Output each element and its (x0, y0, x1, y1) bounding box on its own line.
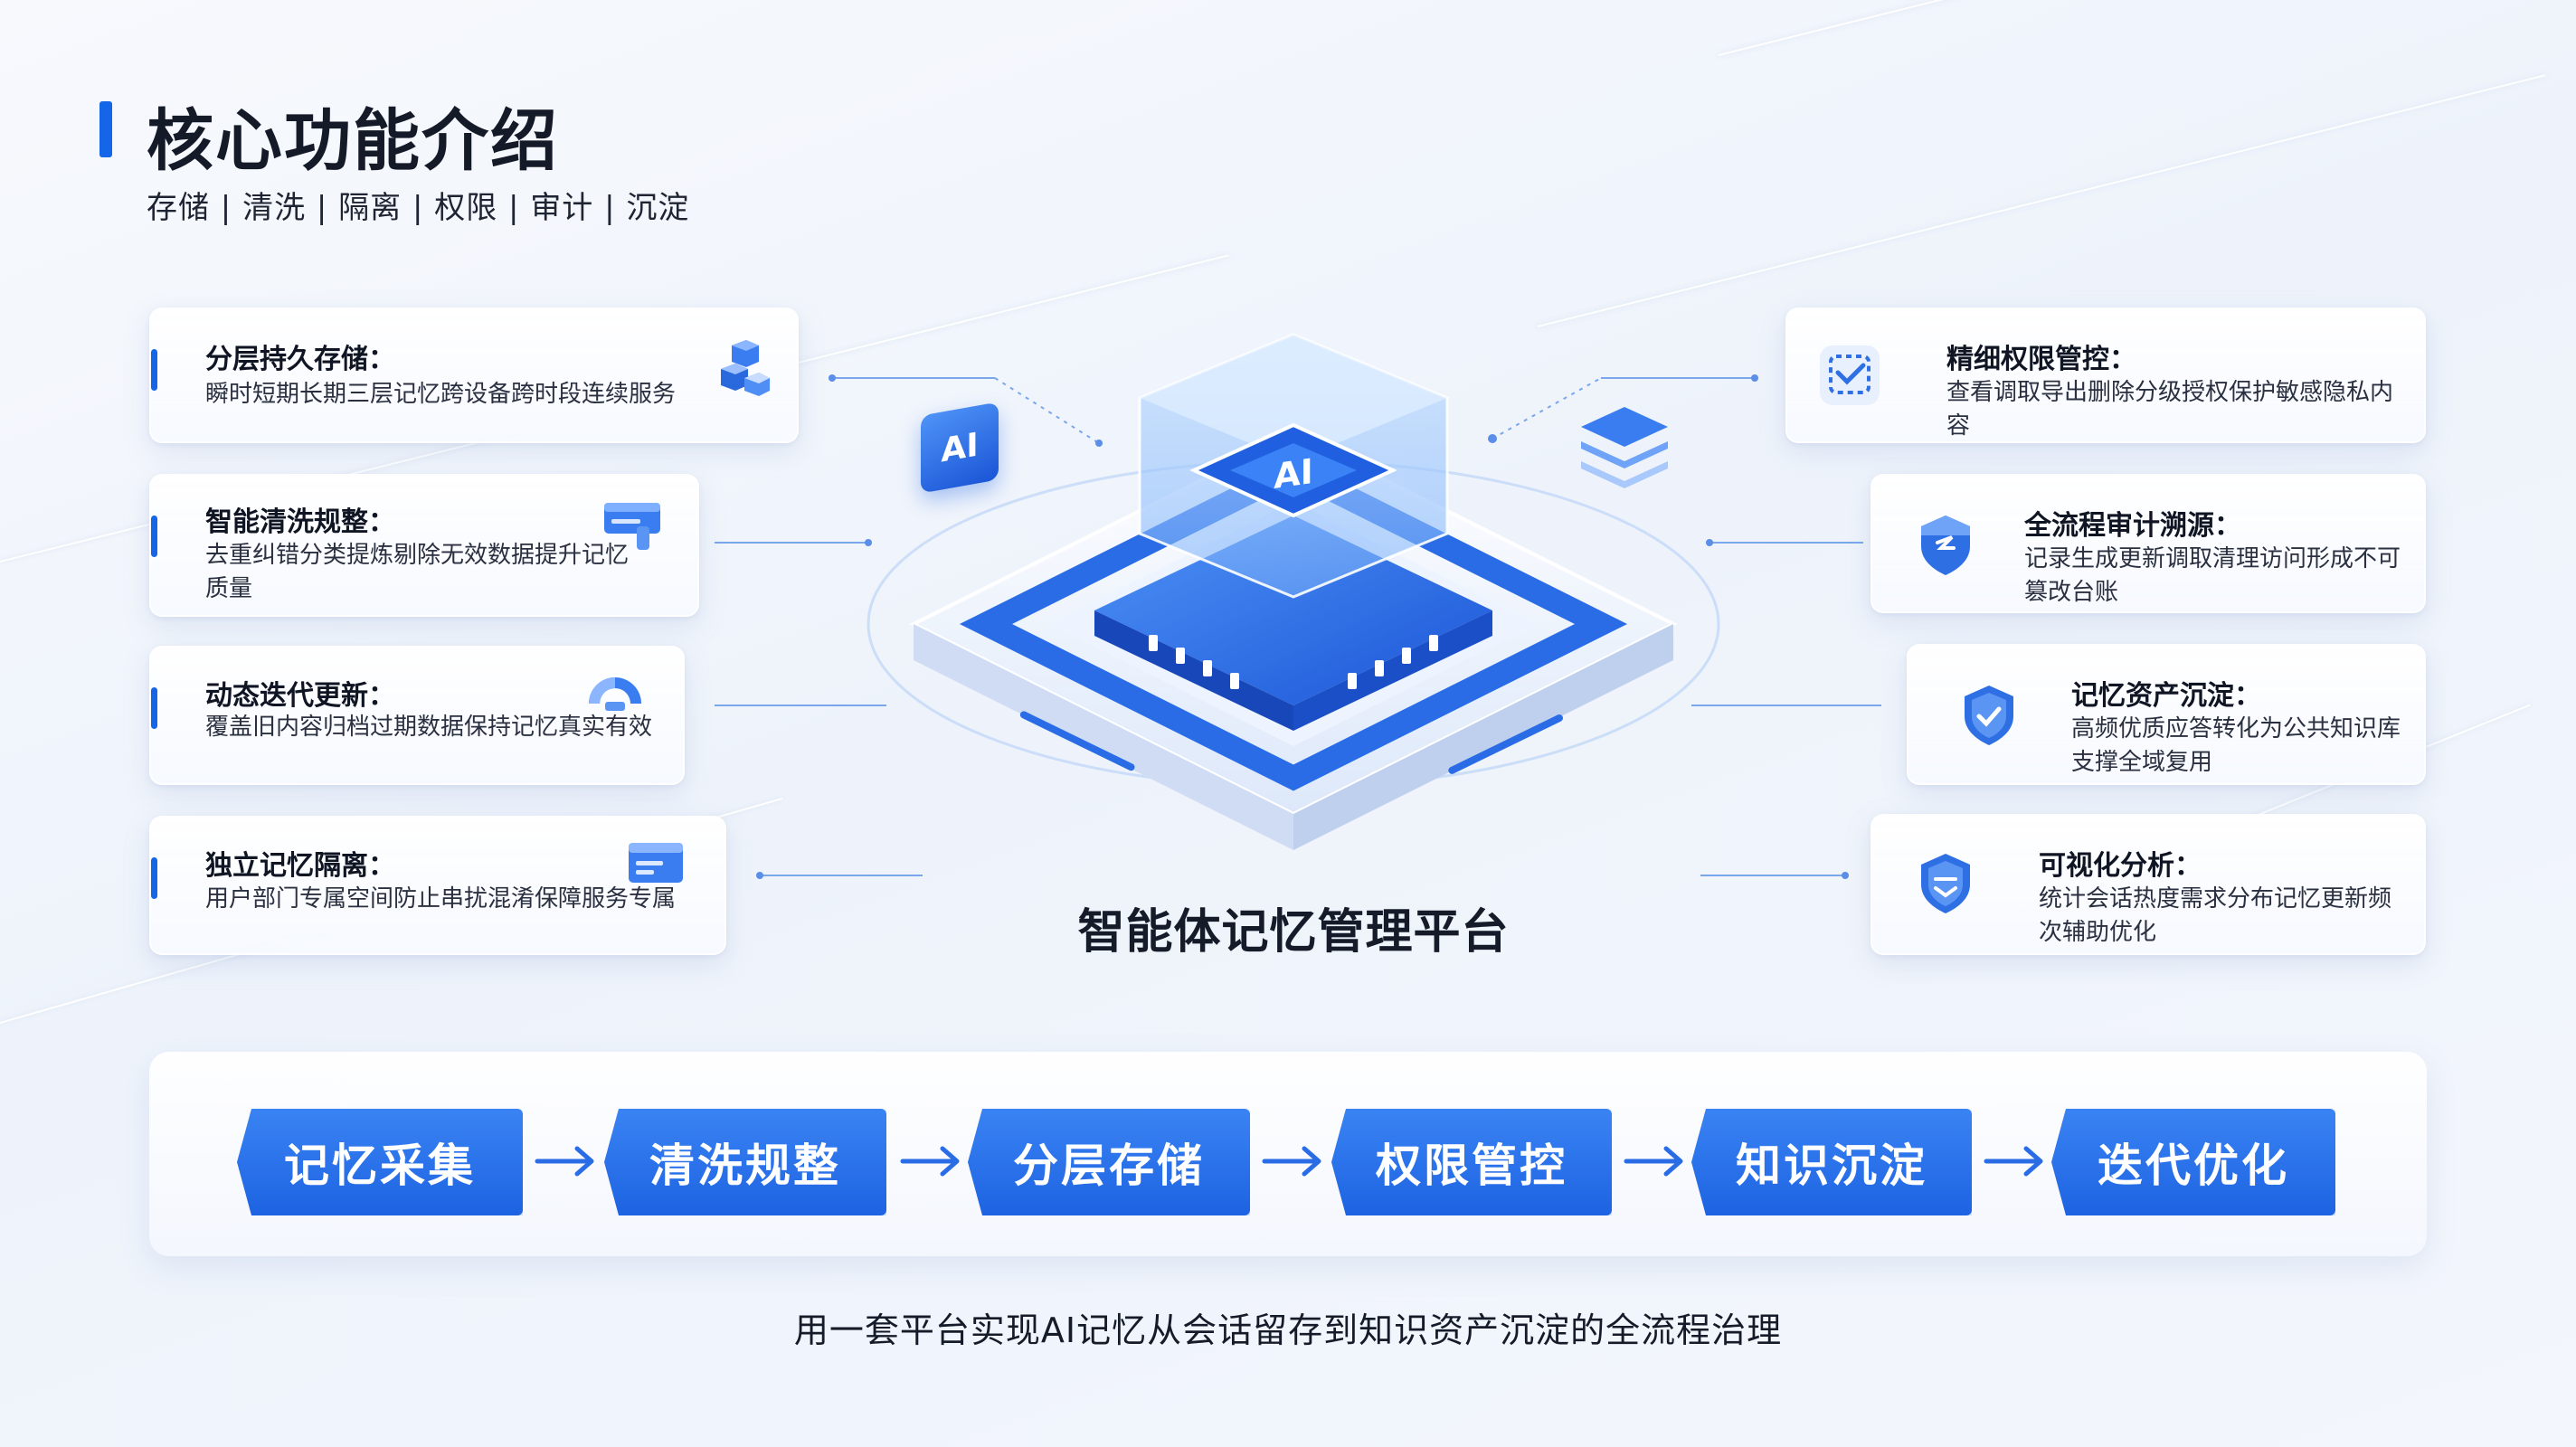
flow-step-collect: 记忆采集 (237, 1109, 523, 1215)
arrow-right-icon (1262, 1146, 1321, 1177)
id-card-icon (629, 843, 683, 883)
card-accent (151, 687, 157, 729)
feature-card-storage: 分层持久存储： 瞬时短期长期三层记忆跨设备跨时段连续服务 (149, 307, 799, 443)
ai-badge-text: AI (941, 425, 979, 470)
card-desc: 记录生成更新调取清理访问形成不可篡改台账 (2024, 545, 2401, 606)
card-desc: 用户部门专属空间防止串扰混淆保障服务专属 (205, 885, 677, 913)
flow-step-knowledge: 知识沉淀 (1691, 1109, 1972, 1215)
card-desc: 瞬时短期长期三层记忆跨设备跨时段连续服务 (205, 381, 677, 408)
arrow-right-icon (535, 1146, 594, 1177)
ai-badge-icon: AI (921, 402, 999, 494)
arrow-right-icon (1984, 1146, 2043, 1177)
card-title: 可视化分析： (2039, 850, 2202, 882)
check-shield-icon (1965, 686, 2013, 745)
card-desc: 查看调取导出删除分级授权保护敏感隐私内容 (1946, 379, 2394, 440)
stacked-cubes-icon (721, 340, 770, 396)
permission-box-icon (1820, 345, 1880, 405)
card-title: 全流程审计溯源： (2024, 510, 2241, 542)
chart-shield-icon (1921, 854, 1970, 913)
card-title: 动态迭代更新： (205, 680, 395, 712)
card-accent (151, 515, 157, 557)
card-title: 记忆资产沉淀： (2071, 680, 2261, 712)
card-desc: 高频优质应答转化为公共知识库支撑全域复用 (2071, 715, 2401, 776)
card-desc: 去重纠错分类提炼剔除无效数据提升记忆质量 (205, 542, 630, 602)
feature-card-visual: 可视化分析： 统计会话热度需求分布记忆更新频次辅助优化 (1870, 814, 2426, 955)
flow-step-permission: 权限管控 (1331, 1109, 1612, 1215)
flow-step-store: 分层存储 (968, 1109, 1250, 1215)
page-subtitle: 存储 | 清洗 | 隔离 | 权限 | 审计 | 沉淀 (147, 190, 690, 226)
layers-icon (1581, 407, 1668, 488)
flow-step-clean: 清洗规整 (604, 1109, 886, 1215)
card-title: 智能清洗规整： (205, 506, 395, 538)
card-title: 精细权限管控： (1946, 344, 2136, 375)
flow-panel (149, 1052, 2427, 1256)
card-accent (151, 349, 157, 391)
feature-card-cleaning: 智能清洗规整： 去重纠错分类提炼剔除无效数据提升记忆质量 (149, 474, 699, 617)
platform-label: 智能体记忆管理平台 (1077, 905, 1510, 960)
card-desc: 统计会话热度需求分布记忆更新频次辅助优化 (2039, 885, 2392, 946)
footer-tagline: 用一套平台实现AI记忆从会话留存到知识资产沉淀的全流程治理 (793, 1310, 1783, 1350)
audit-shield-icon (1921, 515, 1970, 575)
feature-card-audit: 全流程审计溯源： 记录生成更新调取清理访问形成不可篡改台账 (1870, 474, 2426, 613)
card-tool-icon (604, 503, 660, 550)
feature-card-permission: 精细权限管控： 查看调取导出删除分级授权保护敏感隐私内容 (1785, 307, 2426, 443)
feature-card-update: 动态迭代更新： 覆盖旧内容归档过期数据保持记忆真实有效 (149, 646, 685, 785)
flow-step-optimize: 迭代优化 (2051, 1109, 2335, 1215)
platform-illustration (867, 333, 1720, 850)
page-title: 核心功能介绍 (147, 102, 559, 180)
card-desc: 覆盖旧内容归档过期数据保持记忆真实有效 (205, 714, 653, 741)
card-accent (151, 857, 157, 899)
feature-card-asset: 记忆资产沉淀： 高频优质应答转化为公共知识库支撑全域复用 (1907, 644, 2426, 785)
arrow-right-icon (1624, 1146, 1683, 1177)
arrow-right-icon (900, 1146, 960, 1177)
card-title: 独立记忆隔离： (205, 850, 395, 882)
card-title: 分层持久存储： (205, 344, 395, 375)
title-accent-bar (99, 101, 112, 157)
refresh-arc-icon (589, 677, 641, 711)
feature-card-isolation: 独立记忆隔离： 用户部门专属空间防止串扰混淆保障服务专属 (149, 816, 726, 955)
